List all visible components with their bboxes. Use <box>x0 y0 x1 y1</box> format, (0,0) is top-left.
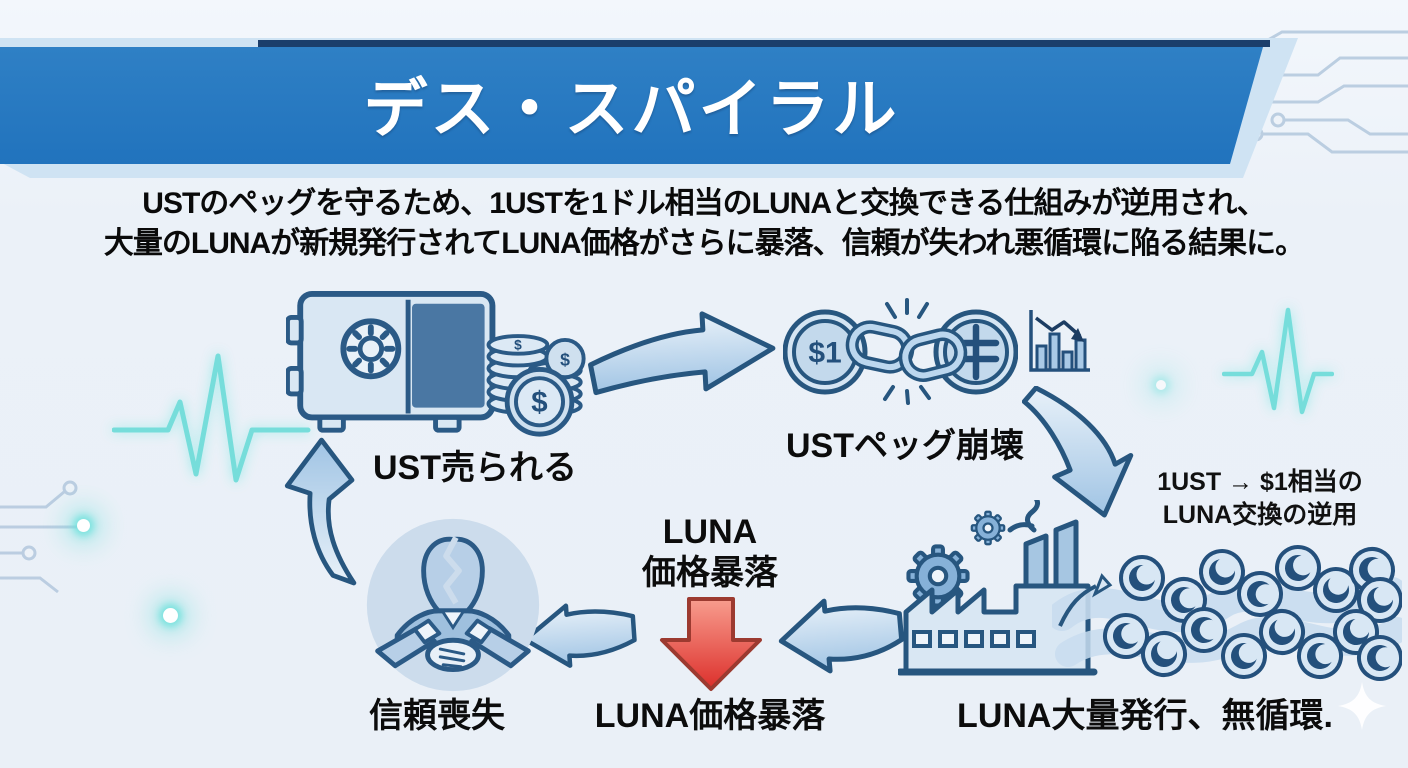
label-ust-sold: UST売られる <box>373 449 577 487</box>
flow-arrow-right-icon <box>588 311 776 396</box>
glow-dot <box>1156 380 1166 390</box>
glow-dot <box>77 519 90 532</box>
luna-coin-stream-icon <box>1052 540 1402 689</box>
luna-crash-caption-line-1: LUNA <box>662 513 758 551</box>
pulse-line-left-icon <box>112 353 311 483</box>
title-banner: デス・スパイラル <box>0 47 1263 164</box>
circuit-traces-left <box>0 480 78 594</box>
smoke-lines <box>1007 500 1040 533</box>
description-line-2: 大量のLUNAが新規発行されてLUNA価格がさらに暴落、信頼が失われ悪循環に陥る… <box>103 227 1305 260</box>
label-trust-loss: 信頼喪失 <box>369 697 505 735</box>
flow-arrow-curve-down-icon <box>1022 386 1134 518</box>
coin-dollar-text: $ <box>514 337 522 352</box>
flow-arrow-left-small-icon <box>522 603 637 668</box>
luna-crash-caption: LUNA 価格暴落 <box>615 512 805 594</box>
crack-line <box>443 536 462 605</box>
broken-peg-chain-icon: $1 <box>783 298 1018 405</box>
declining-bar-chart-icon <box>1029 310 1090 372</box>
pulse-line-right-icon <box>1222 307 1334 415</box>
sparkle-icon <box>1338 682 1386 730</box>
glow-dot <box>163 608 178 623</box>
coin-dollar-text: $ <box>560 350 570 370</box>
break-spark-lines <box>883 298 931 405</box>
page-title: デス・スパイラル <box>363 72 900 145</box>
flow-arrow-left-icon <box>778 598 905 674</box>
label-peg-collapse: USTペッグ崩壊 <box>786 427 1024 465</box>
red-down-arrow-icon <box>660 597 762 691</box>
label-luna-mint: LUNA大量発行、無循環. <box>957 697 1333 735</box>
factory-icon <box>898 500 1098 676</box>
coin-dollar-text: $ <box>531 386 547 419</box>
description-text: USTのペッグを守るため、1USTを1ドル相当のLUNAと交換できる仕組みが逆用… <box>0 184 1408 264</box>
side-note-line-2: LUNA交換の逆用 <box>1162 501 1358 529</box>
description-line-1: USTのペッグを守るため、1USTを1ドル相当のLUNAと交換できる仕組みが逆用… <box>142 187 1266 220</box>
peg-coin-dollar-one-text: $1 <box>808 337 841 370</box>
side-note: 1UST → $1相当の LUNA交換の逆用 <box>1122 466 1398 532</box>
banner-top-edge <box>258 40 1270 47</box>
flow-arrow-curve-up-icon <box>284 437 357 586</box>
broken-trust-handshake-icon <box>366 518 540 692</box>
luna-crash-caption-line-2: 価格暴落 <box>642 554 778 592</box>
label-luna-crash: LUNA価格暴落 <box>594 697 826 735</box>
safe-with-coins-icon: $ $ $ <box>286 290 586 437</box>
side-note-line-1: 1UST → $1相当の <box>1157 468 1363 496</box>
